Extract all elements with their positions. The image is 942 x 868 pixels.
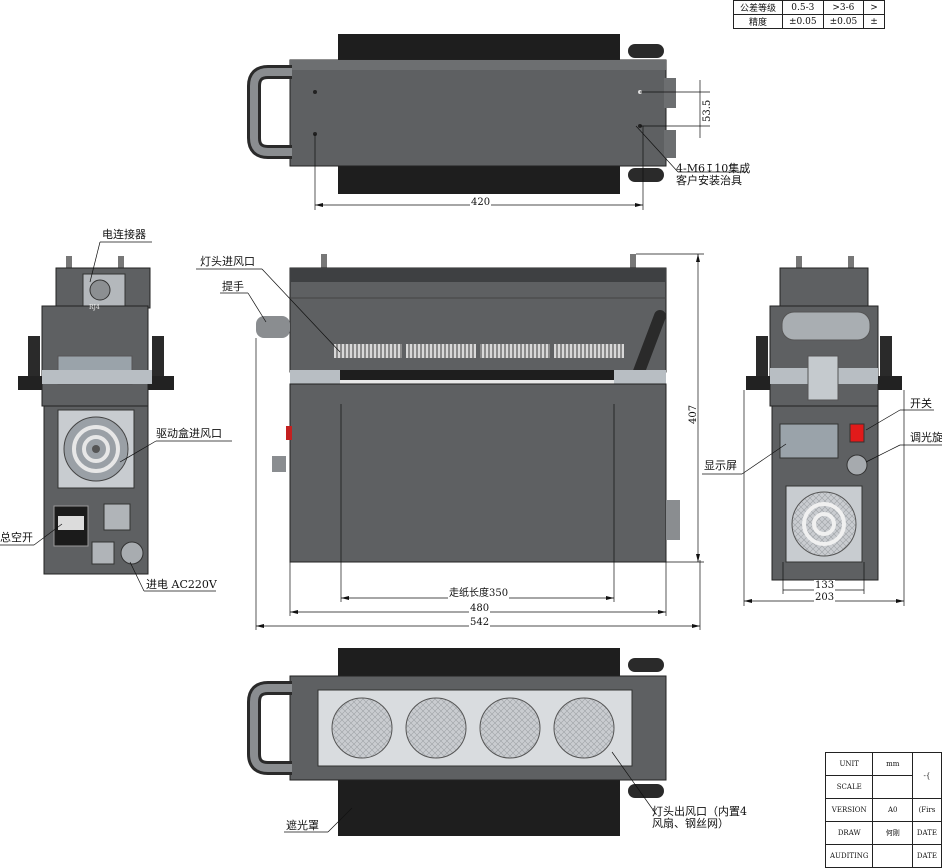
label-lamp-outlet-2: 风扇、钢丝网） (652, 817, 729, 830)
dim-side-width: 203 (814, 592, 836, 603)
front-view (196, 253, 704, 630)
dim-top-offset: 53.5 (702, 99, 713, 122)
tb-draw-extra: DATE (911, 821, 942, 845)
tb-unit-value: mm (872, 752, 913, 776)
label-lamp-inlet: 灯头进风口 (200, 255, 255, 268)
tolerance-table: 公差等级 0.5-3 >3-6 > 精度 ±0.05 ±0.05 ± (732, 0, 885, 29)
dim-overall-width: 542 (469, 617, 491, 628)
dim-top-width: 420 (470, 197, 492, 208)
tb-audit-label: AUDITING (824, 844, 874, 868)
right-side-view (702, 256, 942, 606)
tb-audit-extra: DATE (911, 844, 942, 868)
label-mount-holes-2: 客户安装治具 (676, 174, 742, 187)
technical-drawing (0, 34, 942, 836)
label-handle: 提手 (222, 280, 244, 293)
tb-scale-label: SCALE (824, 775, 874, 799)
label-shade: 遮光罩 (286, 819, 319, 832)
tol-row-3: ± (863, 14, 885, 29)
tb-unit-label: UNIT (824, 752, 874, 776)
tol-header-0: 公差等级 (732, 0, 784, 15)
tb-version-label: VERSION (824, 798, 874, 822)
label-switch: 开关 (910, 397, 932, 410)
tol-row-0: 精度 (732, 14, 784, 29)
dim-front-width: 480 (469, 603, 491, 614)
tb-audit-value (872, 844, 913, 868)
tb-version-extra: (Firs (911, 798, 942, 822)
tb-draw-value: 何刚 (872, 821, 913, 845)
label-power-in: 进电 AC220V (146, 578, 217, 591)
label-dimmer: 调光旋 (910, 431, 942, 444)
tol-header-3: > (863, 0, 885, 15)
tb-draw-label: DRAW (824, 821, 874, 845)
label-display: 显示屏 (704, 459, 737, 472)
dim-height: 407 (688, 404, 699, 424)
tol-header-2: >3-6 (822, 0, 865, 15)
tol-row-2: ±0.05 (822, 14, 865, 29)
label-mount-holes: 4-M6↧10集成 (676, 162, 751, 175)
tol-row-1: ±0.05 (782, 14, 824, 29)
label-connector: 电连接器 (102, 228, 146, 241)
tb-version-value: A0 (872, 798, 913, 822)
label-driver-inlet: 驱动盒进风口 (156, 427, 222, 440)
label-main-switch: 总空开 (0, 531, 33, 544)
tol-header-1: 0.5-3 (782, 0, 824, 15)
left-side-view (0, 241, 232, 592)
top-view (247, 34, 746, 210)
tb-scale-value (872, 775, 913, 799)
dim-paper-length: 走纸长度350 (448, 588, 510, 599)
dim-side-inner: 133 (814, 580, 836, 591)
tb-scale-extra: -{ (911, 752, 942, 799)
label-connector-tag: RJ4 (89, 304, 100, 311)
label-lamp-outlet: 灯头出风口（内置4 (652, 805, 747, 818)
bottom-view (247, 648, 667, 836)
